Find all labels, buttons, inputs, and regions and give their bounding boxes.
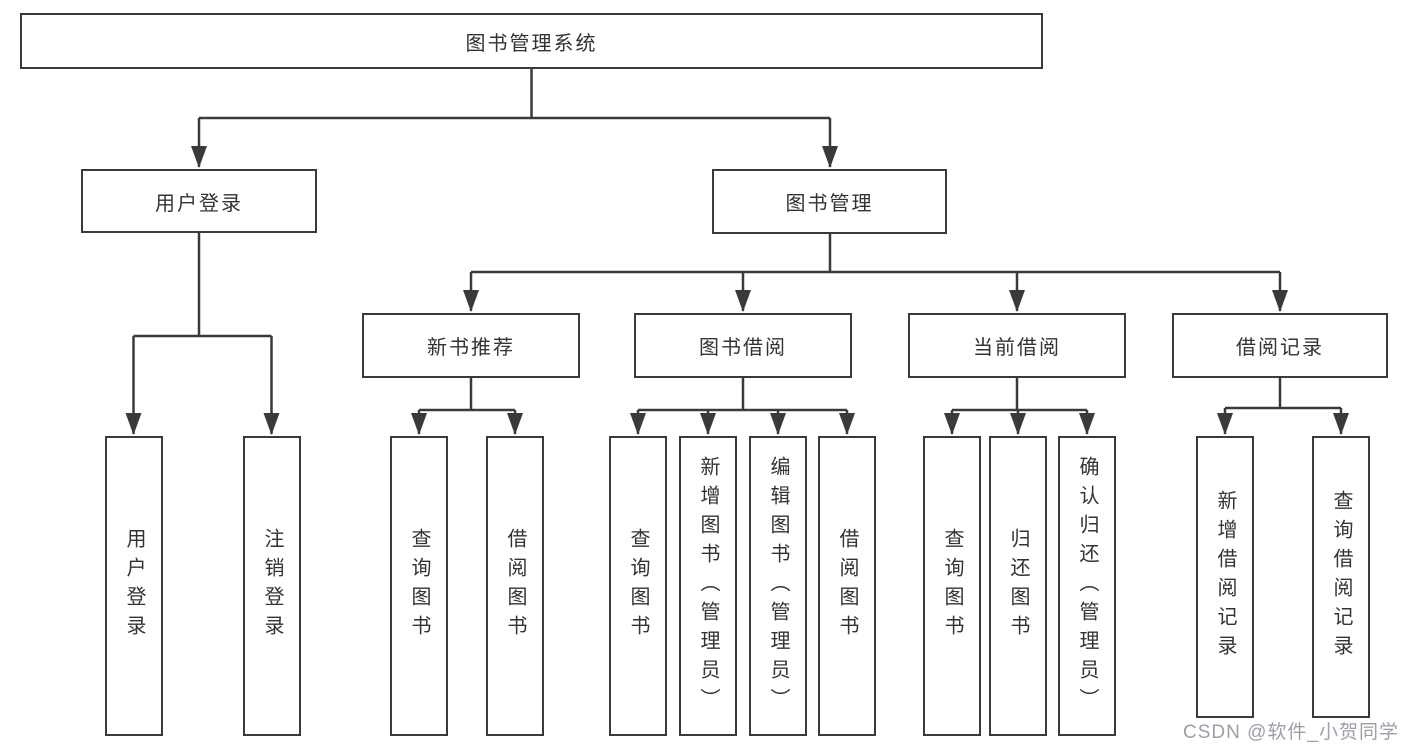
node-leaf-logout-label: 注销登录 [261, 528, 283, 644]
node-leaf-query-book-3-label: 查询图书 [941, 528, 963, 644]
node-leaf-add-book-label: 新增图书（管理员） [697, 455, 719, 717]
node-book-mgmt-label: 图书管理 [785, 193, 874, 215]
node-user-login: 用户登录 [81, 169, 317, 233]
node-leaf-borrow-book-2: 借阅图书 [818, 436, 876, 736]
node-book-borrow: 图书借阅 [634, 313, 852, 378]
node-leaf-query-book-3: 查询图书 [923, 436, 981, 736]
node-new-book-rec-label: 新书推荐 [427, 337, 515, 359]
node-leaf-query-book-2-label: 查询图书 [627, 528, 649, 644]
node-root: 图书管理系统 [20, 13, 1043, 69]
node-leaf-confirm-return: 确认归还（管理员） [1058, 436, 1116, 736]
node-current-borrow-label: 当前借阅 [973, 337, 1061, 359]
node-leaf-query-book-1-label: 查询图书 [408, 528, 430, 644]
node-new-book-rec: 新书推荐 [362, 313, 580, 378]
node-borrow-record: 借阅记录 [1172, 313, 1388, 378]
node-leaf-query-book-1: 查询图书 [390, 436, 448, 736]
node-leaf-borrow-book-2-label: 借阅图书 [836, 528, 858, 644]
node-leaf-edit-book: 编辑图书（管理员） [749, 436, 807, 736]
node-leaf-borrow-book-1: 借阅图书 [486, 436, 544, 736]
csdn-watermark: CSDN @软件_小贺同学 [1183, 722, 1399, 743]
node-leaf-return-book: 归还图书 [989, 436, 1047, 736]
node-leaf-user-login: 用户登录 [105, 436, 163, 736]
node-leaf-query-book-2: 查询图书 [609, 436, 667, 736]
node-leaf-return-book-label: 归还图书 [1007, 528, 1029, 644]
node-leaf-add-book: 新增图书（管理员） [679, 436, 737, 736]
node-user-login-label: 用户登录 [155, 192, 243, 215]
node-leaf-confirm-return-label: 确认归还（管理员） [1076, 455, 1098, 717]
node-leaf-borrow-book-1-label: 借阅图书 [504, 528, 526, 644]
node-leaf-user-login-label: 用户登录 [123, 528, 145, 644]
node-root-label: 图书管理系统 [465, 32, 598, 55]
node-book-borrow-label: 图书借阅 [699, 337, 787, 359]
node-leaf-query-record-label: 查询借阅记录 [1330, 490, 1352, 664]
node-leaf-logout: 注销登录 [243, 436, 301, 736]
node-leaf-add-record-label: 新增借阅记录 [1214, 490, 1236, 664]
node-borrow-record-label: 借阅记录 [1236, 337, 1324, 359]
node-leaf-add-record: 新增借阅记录 [1196, 436, 1254, 718]
node-leaf-query-record: 查询借阅记录 [1312, 436, 1370, 718]
node-current-borrow: 当前借阅 [908, 313, 1126, 378]
node-book-mgmt: 图书管理 [712, 169, 947, 234]
node-leaf-edit-book-label: 编辑图书（管理员） [767, 455, 789, 717]
